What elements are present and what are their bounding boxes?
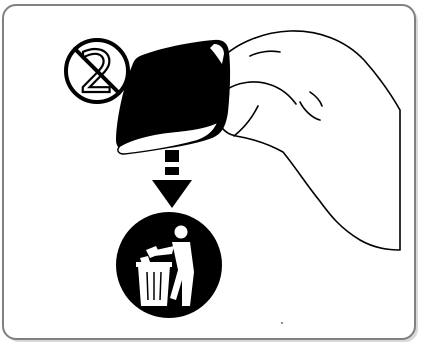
trash-bin-person-icon xyxy=(116,212,222,318)
do-not-reuse-icon: 2 xyxy=(66,38,128,106)
